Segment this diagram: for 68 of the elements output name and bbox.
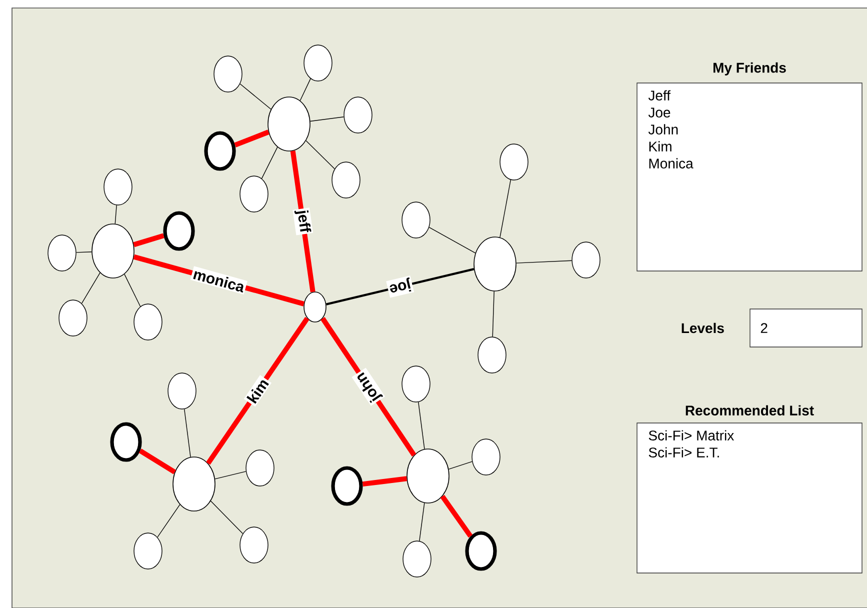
friend-circle	[58, 300, 88, 336]
friend-circle	[168, 372, 196, 410]
connector-line	[261, 146, 278, 179]
hub-circle	[268, 96, 310, 152]
friend-circle	[402, 540, 432, 578]
hub-circle	[474, 236, 516, 292]
connector-line	[214, 471, 246, 480]
hub-circle	[92, 224, 134, 278]
edge-label: kim	[244, 375, 272, 407]
connector-line	[362, 476, 407, 487]
friend-circle	[48, 234, 76, 272]
connector-line	[234, 130, 270, 148]
connector-line	[114, 204, 117, 224]
connector-line	[440, 494, 473, 538]
friend-circle	[304, 44, 332, 82]
friend-circle	[572, 242, 600, 278]
connector-line	[448, 461, 472, 470]
edge-label: jeff	[292, 208, 314, 236]
friend-circle	[240, 526, 268, 564]
connector-line	[81, 272, 100, 304]
connector-line	[419, 502, 425, 542]
node-label: Jeff	[648, 90, 671, 100]
hub-circle	[172, 456, 216, 512]
connector-line	[428, 226, 476, 254]
connector-line	[124, 274, 141, 307]
connector-line	[418, 402, 425, 450]
center-circle	[304, 292, 326, 322]
connector-line	[300, 78, 311, 101]
node-label: John	[648, 124, 678, 134]
friend-circle	[246, 450, 274, 486]
connector-line	[138, 448, 176, 474]
list-box: Sci-Fi> Matrix Sci-Fi> E.T.	[636, 422, 862, 574]
connector-line	[310, 116, 344, 122]
node-label: Joe	[648, 108, 670, 118]
friend-circle	[214, 56, 242, 92]
field-label: Levels	[682, 322, 724, 334]
list-heading: Recommended List	[686, 405, 814, 416]
link-line	[206, 316, 310, 465]
edge-label: monica	[190, 266, 248, 295]
friend-circle	[134, 304, 162, 340]
friend-circle	[332, 162, 360, 198]
hub-circle	[406, 448, 450, 504]
connector-line	[210, 500, 244, 534]
friend-circle	[402, 202, 430, 238]
levels-field: 2	[750, 308, 862, 348]
highlighted-circle	[465, 531, 497, 571]
friend-circle	[472, 438, 500, 476]
connector-line	[500, 180, 512, 238]
connector-line	[306, 140, 335, 170]
connector-line	[516, 260, 572, 264]
friend-circle	[104, 168, 132, 206]
list-heading: My Friends	[714, 62, 786, 76]
friend-circle	[240, 176, 268, 212]
connector-line	[184, 408, 191, 458]
friend-circle	[500, 144, 528, 180]
friend-circle	[478, 336, 506, 374]
node-label: Monica	[649, 158, 694, 168]
connector-line	[133, 233, 164, 248]
connector-line	[492, 291, 494, 338]
node-label: Kim	[649, 141, 672, 152]
friend-circle	[134, 532, 162, 570]
friend-circle	[402, 366, 430, 402]
connector-line	[157, 504, 180, 538]
connector-line	[240, 84, 272, 110]
edge-label: joe	[386, 276, 414, 298]
friend-circle	[344, 96, 372, 134]
list-box: Jeff Joe John Kim Monica	[636, 82, 862, 272]
connector-line	[76, 252, 92, 253]
